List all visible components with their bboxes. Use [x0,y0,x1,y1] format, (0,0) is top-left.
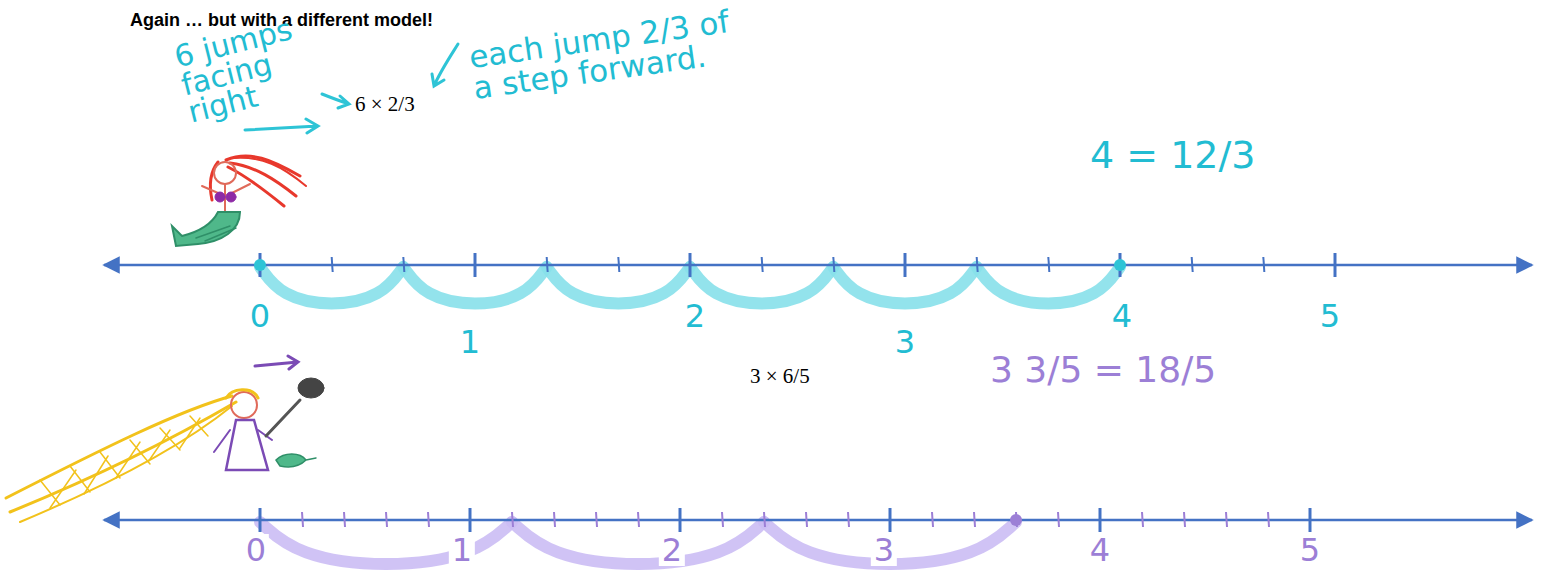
tick-label: 2 [659,534,685,566]
integer-tick [1309,508,1312,532]
axis [104,519,1532,522]
sub-tick [596,512,597,527]
sub-tick [932,512,933,527]
sub-tick [833,257,834,272]
result: 4 = 12/3 [1090,136,1256,174]
annotation: each jump 2/3 of a step forward. [467,2,763,104]
endpoint-dot [1114,259,1126,271]
axis [104,264,1532,267]
sub-tick [344,512,345,527]
endpoint-dot [1010,514,1022,526]
mermaid-figure [172,119,318,246]
sub-tick [618,257,619,272]
princess-figure [6,356,324,522]
integer-tick [689,253,692,277]
sub-tick [764,512,765,527]
expression: 3 × 6/5 [750,366,810,387]
sub-tick [1184,512,1185,527]
sub-tick [1226,512,1227,527]
integer-tick [1334,253,1337,277]
sub-tick [302,512,303,527]
tick-label: 0 [243,534,269,566]
tick-label: 3 [871,534,897,566]
tick-label: 1 [449,534,475,566]
integer-tick [469,508,472,532]
tick-label: 4 [1109,300,1135,332]
sub-tick [722,512,723,527]
integer-tick [1099,508,1102,532]
jump-arc [512,522,764,564]
tick-label: 4 [1087,534,1113,566]
integer-tick [474,253,477,277]
tick-label: 1 [457,326,483,358]
expression: 6 × 2/3 [355,94,415,115]
jump-arc [690,267,833,304]
sub-tick [762,257,763,272]
sub-tick [1192,257,1193,272]
sub-tick [554,512,555,527]
jump-arc [977,267,1120,304]
tick-label: 3 [892,326,918,358]
endpoint-dot [254,259,266,271]
sub-tick [1268,512,1269,527]
integer-tick [679,508,682,532]
tick-label: 5 [1317,300,1343,332]
jump-arc [260,267,403,304]
sub-tick [1058,512,1059,527]
sub-tick [332,257,333,272]
integer-tick [889,508,892,532]
result: 3 3/5 = 18/5 [990,352,1216,388]
sub-tick [403,257,404,272]
sub-tick [547,257,548,272]
tick-label: 5 [1297,534,1323,566]
sub-tick [977,257,978,272]
sub-tick [974,512,975,527]
integer-tick [259,508,262,532]
sub-tick [1048,257,1049,272]
tick-label: 2 [682,300,708,332]
jump-arc [547,267,690,304]
sub-tick [848,512,849,527]
number-line [104,253,1532,304]
sub-tick [512,512,513,527]
sub-tick [1263,257,1264,272]
sub-tick [386,512,387,527]
integer-tick [904,253,907,277]
sub-tick [428,512,429,527]
sub-tick [1142,512,1143,527]
tick-label: 0 [247,300,273,332]
sub-tick [638,512,639,527]
sub-tick [806,512,807,527]
